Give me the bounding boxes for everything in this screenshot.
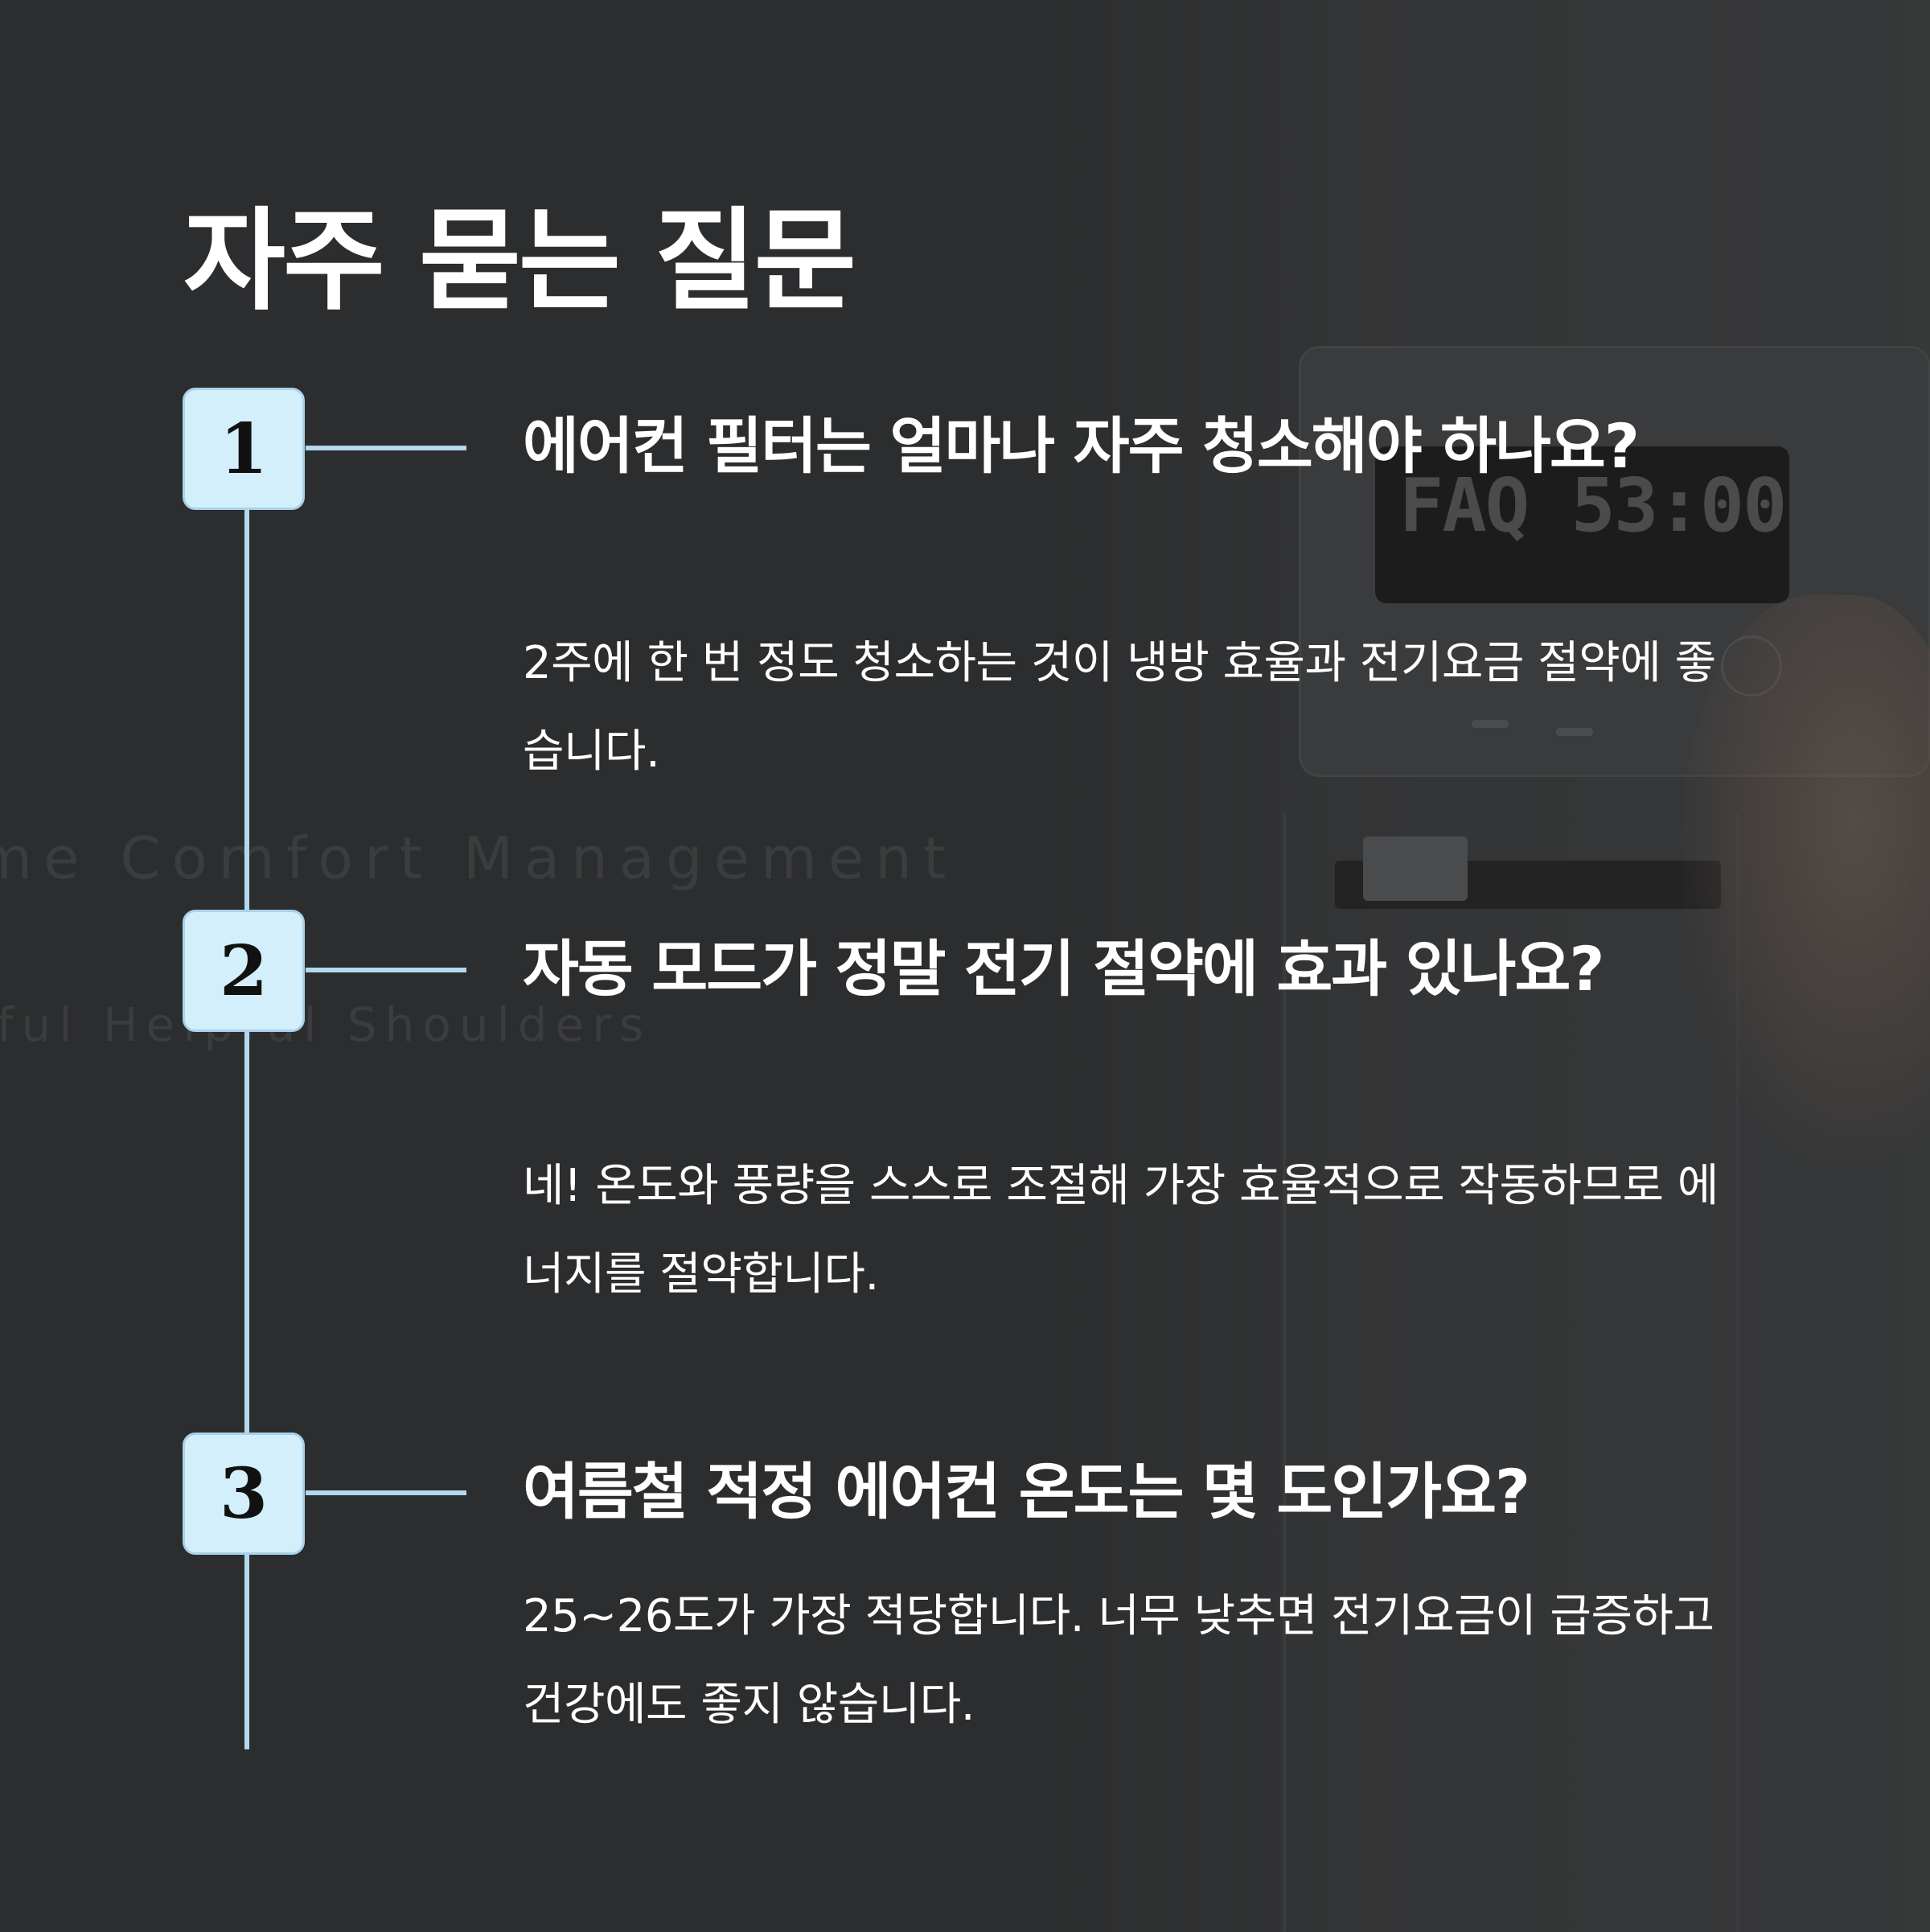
step-badge-1: 1 bbox=[183, 388, 305, 510]
faq-answer-2: 네! 온도와 풍량을 스스로 조절해 가장 효율적으로 작동하므로 에너지를 절… bbox=[523, 1160, 1719, 1301]
background-tab bbox=[1363, 837, 1468, 901]
page-title: 자주 묻는 질문 bbox=[183, 196, 856, 326]
faq-answer-1: 2주에 한 번 정도 청소하는 것이 냉방 효율과 전기요금 절약에 좋습니다. bbox=[523, 637, 1716, 778]
background-button bbox=[1472, 720, 1509, 728]
background-watermark: me Comfort Management bbox=[0, 824, 958, 892]
step-connector bbox=[306, 1490, 466, 1495]
step-connector bbox=[306, 968, 466, 972]
background-wall bbox=[1045, 0, 1930, 1932]
step-connector bbox=[306, 446, 466, 450]
background-watermark: iful Helpful Shoulders bbox=[0, 997, 652, 1052]
background-display-panel: FAQ 53:00 bbox=[1375, 446, 1789, 603]
faq-question-3: 여름철 적정 에어컨 온도는 몇 도인가요? bbox=[523, 1456, 1530, 1527]
background-knob bbox=[1721, 635, 1782, 697]
faq-question-2: 자동 모드가 정말 전기 절약에 효과 있나요? bbox=[523, 933, 1604, 1005]
timeline-line bbox=[244, 503, 249, 1749]
background-button bbox=[1556, 728, 1593, 736]
background-frame bbox=[1283, 812, 1739, 1932]
background-hand bbox=[1681, 595, 1930, 1158]
faq-question-1: 에어컨 필터는 얼마나 자주 청소해야 하나요? bbox=[523, 410, 1640, 482]
background-display-text: FAQ 53:00 bbox=[1399, 462, 1788, 549]
faq-answer-3: 25~26도가 가장 적당합니다. 너무 낮추면 전기요금이 급증하고 건강에도… bbox=[523, 1590, 1714, 1731]
step-badge-3: 3 bbox=[183, 1433, 305, 1555]
step-badge-2: 2 bbox=[183, 910, 305, 1032]
